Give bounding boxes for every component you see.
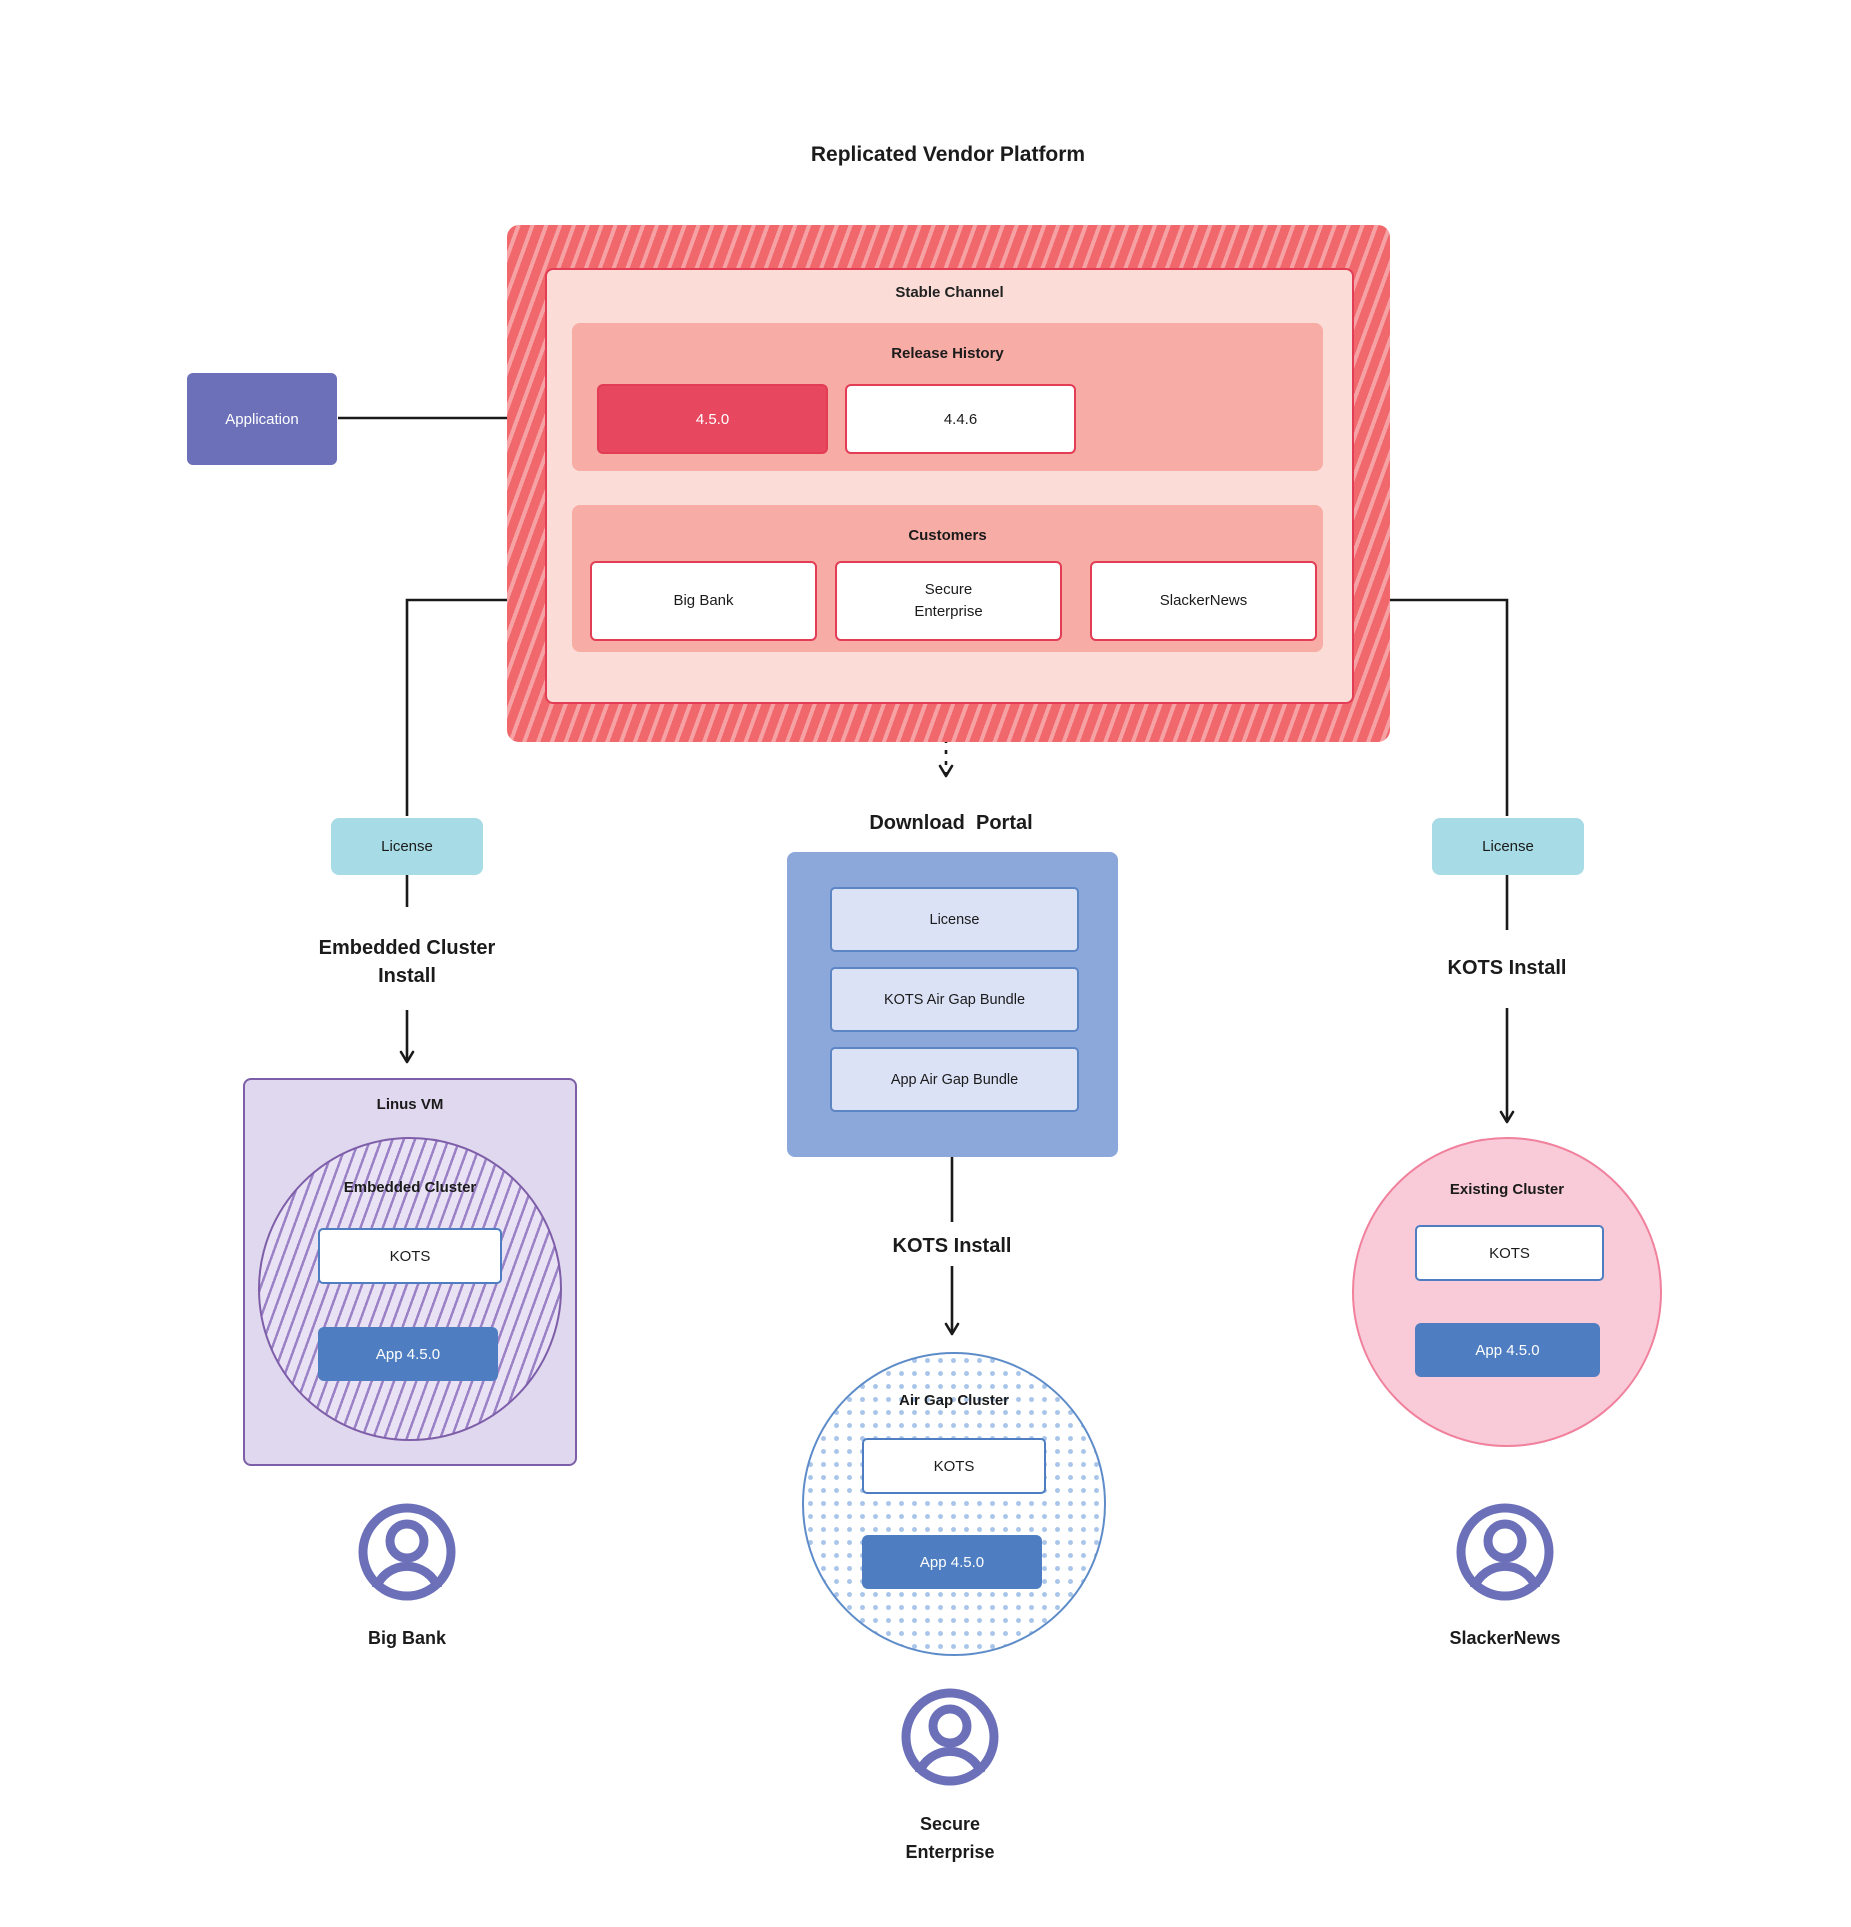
embedded-cluster-circle: Embedded Cluster bbox=[258, 1137, 562, 1441]
release-node-current: 4.5.0 bbox=[597, 384, 828, 454]
stable-channel-container: Stable Channel Release History 4.5.0 4.4… bbox=[545, 268, 1354, 704]
license-node-right: License bbox=[1432, 818, 1584, 875]
kots-install-label-middle: KOTS Install bbox=[892, 1235, 1012, 1257]
linus-vm-label: Linus VM bbox=[376, 1096, 444, 1113]
release-history-container: Release History 4.5.0 4.4.6 bbox=[572, 323, 1323, 471]
download-portal-title: Download Portal bbox=[869, 812, 1033, 834]
vendor-platform-container: Stable Channel Release History 4.5.0 4.4… bbox=[507, 225, 1390, 742]
customer-node-slackernews: SlackerNews bbox=[1090, 561, 1317, 641]
application-label: Application bbox=[225, 410, 299, 428]
application-node: Application bbox=[187, 373, 337, 465]
app-node-left: App 4.5.0 bbox=[318, 1327, 498, 1381]
release-node-previous: 4.4.6 bbox=[845, 384, 1076, 454]
download-portal-container: License KOTS Air Gap Bundle App Air Gap … bbox=[787, 852, 1118, 1157]
air-gap-cluster-label: Air Gap Cluster bbox=[898, 1392, 1010, 1409]
air-gap-cluster-circle: Air Gap Cluster bbox=[802, 1352, 1106, 1656]
customer-node-secure-enterprise: Secure Enterprise bbox=[835, 561, 1062, 641]
app-node-right: App 4.5.0 bbox=[1415, 1323, 1600, 1377]
kots-node-middle: KOTS bbox=[862, 1438, 1046, 1494]
user-label-slackernews: SlackerNews bbox=[1449, 1628, 1561, 1648]
kots-node-left: KOTS bbox=[318, 1228, 502, 1284]
customer-node-big-bank: Big Bank bbox=[590, 561, 817, 641]
app-node-middle: App 4.5.0 bbox=[862, 1535, 1042, 1589]
license-node-left: License bbox=[331, 818, 483, 875]
existing-cluster-circle: Existing Cluster bbox=[1352, 1137, 1662, 1447]
stable-channel-label: Stable Channel bbox=[895, 284, 1004, 301]
user-icon bbox=[1456, 1503, 1554, 1601]
kots-install-label-right: KOTS Install bbox=[1447, 957, 1567, 979]
portal-item-kots-airgap-bundle: KOTS Air Gap Bundle bbox=[830, 967, 1079, 1032]
user-icon bbox=[358, 1503, 456, 1601]
user-label-big-bank: Big Bank bbox=[367, 1628, 446, 1648]
embedded-cluster-install-label: Embedded Cluster Install bbox=[318, 937, 496, 987]
customers-container: Customers Big Bank Secure Enterprise Sla… bbox=[572, 505, 1323, 652]
release-history-label: Release History bbox=[891, 345, 1004, 362]
portal-item-app-airgap-bundle: App Air Gap Bundle bbox=[830, 1047, 1079, 1112]
user-label-secure-enterprise: Secure Enterprise bbox=[905, 1814, 995, 1862]
portal-item-license: License bbox=[830, 887, 1079, 952]
user-icon bbox=[901, 1688, 999, 1786]
kots-node-right: KOTS bbox=[1415, 1225, 1604, 1281]
page-title: Replicated Vendor Platform bbox=[810, 143, 1086, 166]
customers-label: Customers bbox=[908, 527, 987, 544]
embedded-cluster-label: Embedded Cluster bbox=[343, 1179, 477, 1196]
existing-cluster-label: Existing Cluster bbox=[1449, 1181, 1565, 1198]
